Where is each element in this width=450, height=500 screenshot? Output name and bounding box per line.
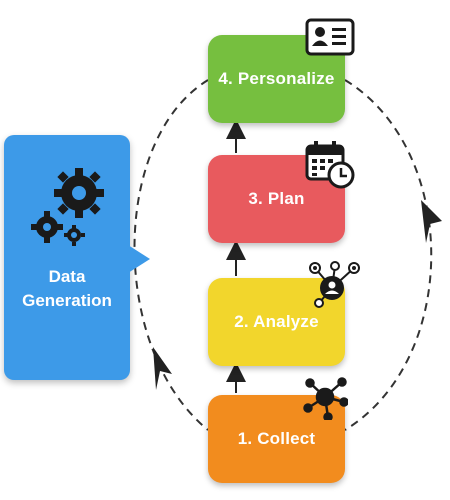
callout-pointer xyxy=(128,245,150,273)
data-generation-callout: Data Generation xyxy=(4,135,130,380)
step-analyze-label: 2. Analyze xyxy=(234,312,319,331)
flow-arrow-left xyxy=(153,347,172,390)
step-collect-label: 1. Collect xyxy=(237,429,316,448)
flow-arrow-right xyxy=(421,200,442,243)
callout-line-1: Data xyxy=(48,267,86,286)
cycle-dashed-arc-left xyxy=(133,79,209,431)
network-hub-icon xyxy=(303,377,348,420)
cycle-dashed-arc-right xyxy=(344,79,433,431)
callout-line-2: Generation xyxy=(22,291,112,310)
callout-title: Data Generation xyxy=(4,265,130,313)
gears-icon xyxy=(31,168,104,246)
calendar-clock-icon xyxy=(305,141,355,189)
step-plan-label: 3. Plan xyxy=(248,189,305,208)
id-card-icon xyxy=(305,18,355,56)
step-personalize: 4. Personalize xyxy=(208,35,345,123)
step-collect: 1. Collect xyxy=(208,395,345,483)
step-personalize-label: 4. Personalize xyxy=(218,69,335,88)
user-connections-icon xyxy=(309,261,360,308)
